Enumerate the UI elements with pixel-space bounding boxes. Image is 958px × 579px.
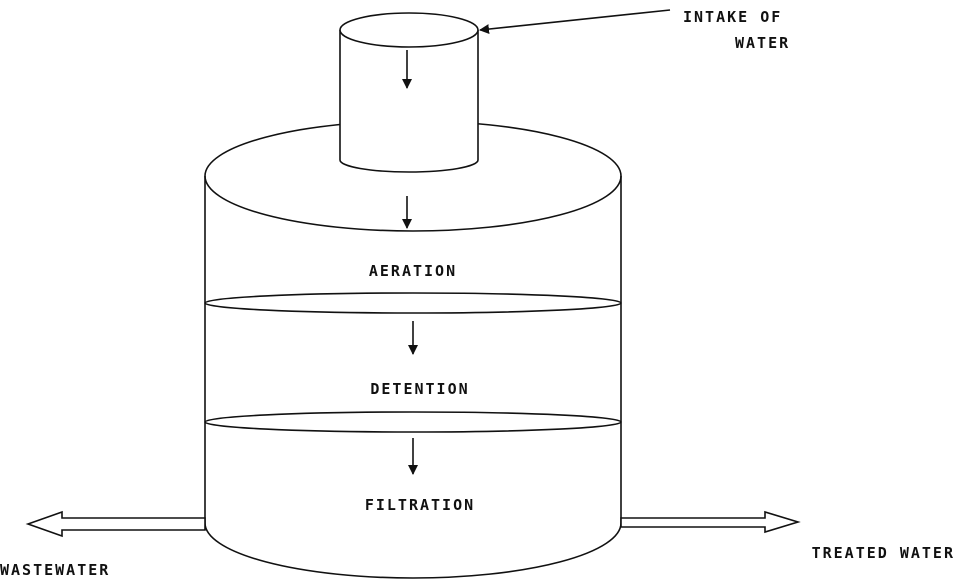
divider-aeration-detention [204, 292, 622, 314]
stage-label-detention: DETENTION [370, 380, 469, 398]
intake-pointer-arrow-icon [479, 9, 671, 35]
treatment-tank [204, 120, 622, 579]
intake-label-line1: INTAKE OF [683, 8, 782, 26]
intake-label-line2: WATER [735, 34, 790, 52]
tank-bottom-edge [204, 522, 622, 579]
stage-label-filtration: FILTRATION [365, 496, 475, 514]
stage-label-aeration: AERATION [369, 262, 457, 280]
divider-detention-filtration [204, 411, 622, 433]
pipe-bottom-edge [339, 159, 479, 173]
treated-water-label: TREATED WATER [812, 544, 955, 562]
wastewater-label: WASTEWATER [0, 561, 110, 579]
intake-pipe [339, 12, 479, 173]
flow-arrows [402, 50, 418, 475]
pipe-top-ellipse [339, 12, 479, 48]
wastewater-hollow-arrow-icon [25, 510, 206, 538]
treated-water-hollow-arrow-icon [620, 510, 801, 534]
